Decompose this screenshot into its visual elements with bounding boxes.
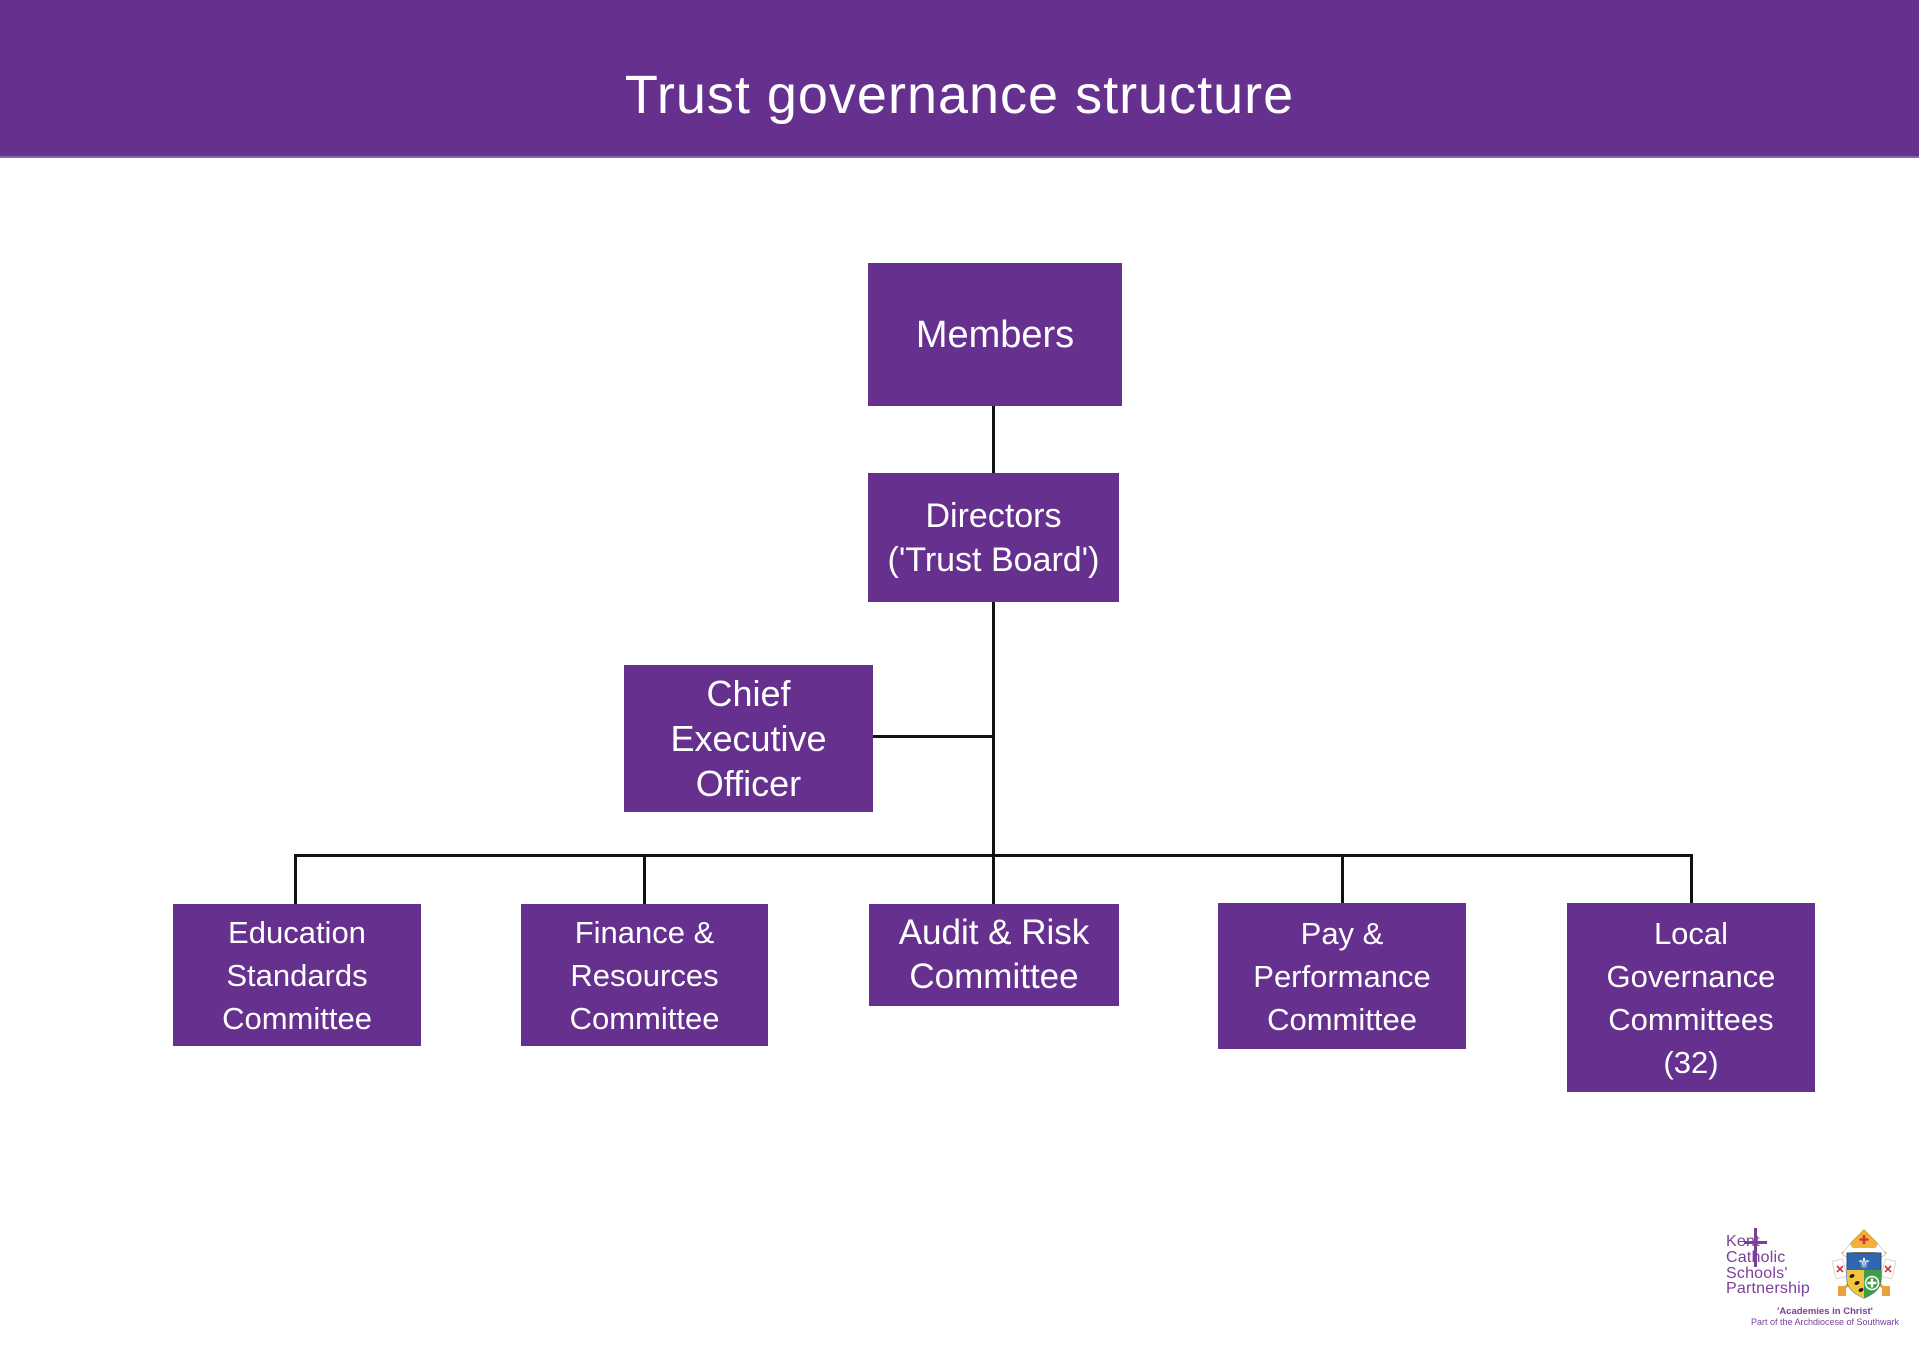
kcsp-logo: Kent Catholic Schools' Partnership xyxy=(1726,1226,1910,1330)
node-finance-resources-committee: Finance & Resources Committee xyxy=(521,904,768,1046)
shield: ⚜ xyxy=(1846,1252,1882,1299)
edge-committees-bus xyxy=(294,854,1693,857)
node-pay-performance-committee: Pay & Performance Committee xyxy=(1218,903,1466,1049)
mitre xyxy=(1841,1229,1887,1259)
node-audit-label: Audit & Risk Committee xyxy=(898,913,1090,996)
node-members: Members xyxy=(868,263,1122,406)
fleur-de-lis: ⚜ xyxy=(1857,1254,1870,1272)
edge-ceo-connector xyxy=(873,735,994,738)
edge-members-directors xyxy=(992,406,995,474)
choughs xyxy=(1849,1274,1864,1292)
wordmark-line-3: Schools' xyxy=(1726,1264,1788,1282)
node-finance-label: Finance & Resources Committee xyxy=(569,914,720,1036)
node-ceo-label: Chief Executive Officer xyxy=(670,673,827,804)
node-local-governance-committees: Local Governance Committees (32) xyxy=(1567,903,1815,1092)
node-education-standards-committee: Education Standards Committee xyxy=(173,904,421,1046)
tagline-line-2: Part of the Archdiocese of Southwark xyxy=(1750,1317,1900,1327)
page-title: Trust governance structure xyxy=(624,65,1295,125)
header-banner: Trust governance structure xyxy=(0,0,1919,158)
node-pay-label: Pay & Performance Committee xyxy=(1253,915,1431,1037)
node-education-label: Education Standards Committee xyxy=(222,914,372,1036)
wordmark-line-4: Partnership xyxy=(1726,1280,1811,1298)
edge-directors-trunk xyxy=(992,601,995,904)
edge-drop-education xyxy=(294,854,297,904)
edge-drop-finance xyxy=(643,854,646,904)
cross-icon xyxy=(1744,1240,1767,1244)
node-audit-risk-committee: Audit & Risk Committee xyxy=(869,904,1119,1006)
node-chief-executive-officer: Chief Executive Officer xyxy=(624,665,873,812)
wordmark-line-1: Kent xyxy=(1726,1233,1760,1250)
tassel-left xyxy=(1838,1286,1846,1296)
logo-tagline: 'Academies in Christ' Part of the Archdi… xyxy=(1740,1306,1910,1328)
kcsp-wordmark: Kent Catholic Schools' Partnership xyxy=(1726,1234,1810,1297)
ribbons xyxy=(1831,1258,1897,1280)
archdiocese-crest-icon: ⚜ xyxy=(1831,1229,1897,1299)
cross-icon xyxy=(1753,1228,1757,1267)
node-local-label: Local Governance Committees (32) xyxy=(1606,915,1776,1080)
wordmark-line-2: Catholic xyxy=(1726,1249,1810,1266)
tagline-line-1: 'Academies in Christ' xyxy=(1777,1306,1873,1317)
node-members-label: Members xyxy=(915,313,1075,356)
tassel-right xyxy=(1882,1286,1890,1296)
edge-drop-local xyxy=(1690,854,1693,904)
node-directors-label: Directors ('Trust Board') xyxy=(887,496,1100,579)
node-directors-trust-board: Directors ('Trust Board') xyxy=(868,473,1119,602)
edge-drop-pay xyxy=(1341,854,1344,904)
cross-pattee xyxy=(1864,1275,1880,1291)
